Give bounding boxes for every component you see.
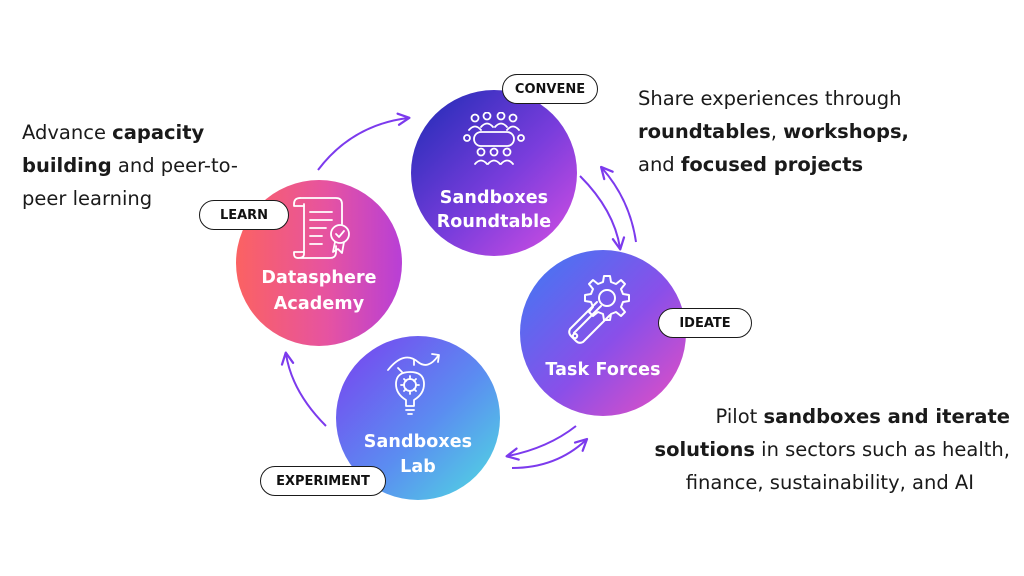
desc-convene-l3-plain: and [638,153,681,176]
desc-convene-l2-sep: , [770,120,784,143]
stage-pill-learn: LEARN [199,200,289,230]
node-experiment-title-line1: Sandboxes [363,432,473,452]
node-learn-title-line1: Datasphere [261,268,377,288]
desc-convene-l1-plain: Share experiences through [638,87,902,110]
node-convene: Sandboxes Roundtable [411,90,577,256]
desc-convene-l2-bold-b: workshops, [783,120,909,143]
arrow-convene-to-ideate [579,175,626,251]
desc-ideate-l2-plain: in sectors such as health, [754,438,1010,461]
node-convene-title-line2: Roundtable [436,212,552,232]
arrow-learn-to-convene [317,112,411,171]
arrow-ideate-to-convene [599,165,637,243]
certificate-scroll-icon [292,194,356,260]
stage-pill-experiment: EXPERIMENT [260,466,386,496]
desc-learn-l2-plain: and peer-to- [111,154,238,177]
desc-ideate-l2-bold: solutions [654,438,755,461]
node-experiment: Sandboxes Lab [336,336,500,500]
desc-ideate-l3-plain: finance, sustainability, and AI [685,471,974,494]
description-ideate: Pilot sandboxes and iterate solutions in… [606,400,1010,499]
arrow-ideate-to-experiment [505,425,577,461]
desc-convene-l3-bold: focused projects [680,153,864,176]
desc-learn-l3-plain: peer learning [22,187,153,210]
stage-pill-convene: CONVENE [502,74,598,104]
roundtable-icon [463,112,525,168]
desc-ideate-l1-plain: Pilot [715,405,764,428]
gear-wrench-icon [564,270,642,348]
node-learn-title-line2: Academy [273,294,365,314]
desc-ideate-l1-bold: sandboxes and iterate [763,405,1010,428]
node-ideate: Task Forces [520,250,686,416]
arrow-experiment-to-learn [280,351,327,427]
node-convene-title-line1: Sandboxes [439,188,549,208]
node-ideate-title-line1: Task Forces [545,360,661,380]
arrow-experiment-to-ideate [511,437,589,469]
desc-learn-l1-bold: capacity [112,121,205,144]
desc-learn-l1-plain: Advance [22,121,113,144]
lightbulb-gear-icon [384,348,446,418]
description-convene: Share experiences through roundtables, w… [638,82,968,181]
stage-pill-ideate: IDEATE [658,308,752,338]
node-experiment-title-line2: Lab [400,457,436,477]
desc-convene-l2-bold-a: roundtables [638,120,771,143]
desc-learn-l2-bold: building [22,154,112,177]
description-learn: Advance capacity building and peer-to- p… [22,116,282,215]
